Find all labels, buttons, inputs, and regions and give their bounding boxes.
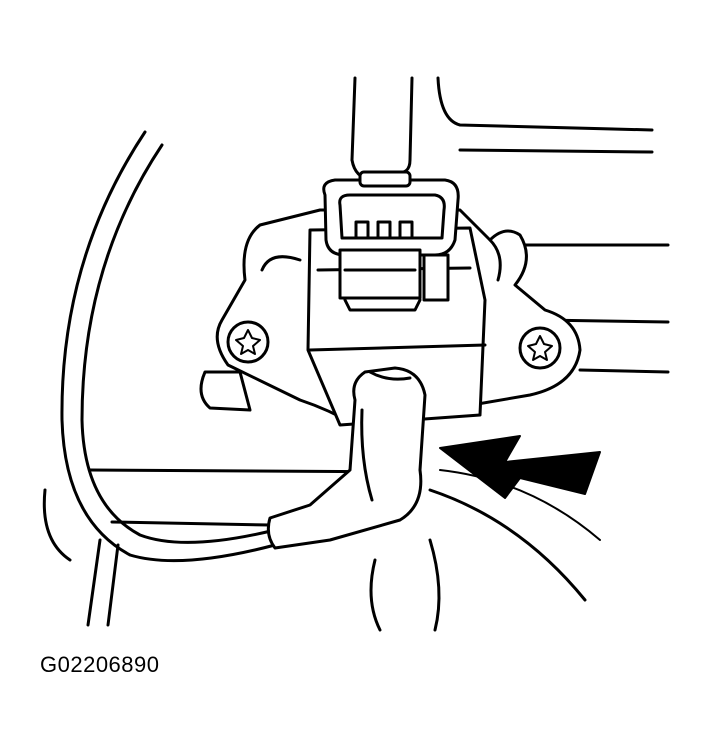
mounting-bolt-left: [226, 320, 270, 364]
wiring-harness: [60, 130, 427, 563]
mounting-bolt-right: [518, 326, 562, 370]
callout-arrow: [439, 435, 601, 499]
sensor-illustration: [42, 76, 670, 632]
figure-code: G02206890: [40, 652, 160, 677]
connector-plug: [322, 170, 460, 312]
